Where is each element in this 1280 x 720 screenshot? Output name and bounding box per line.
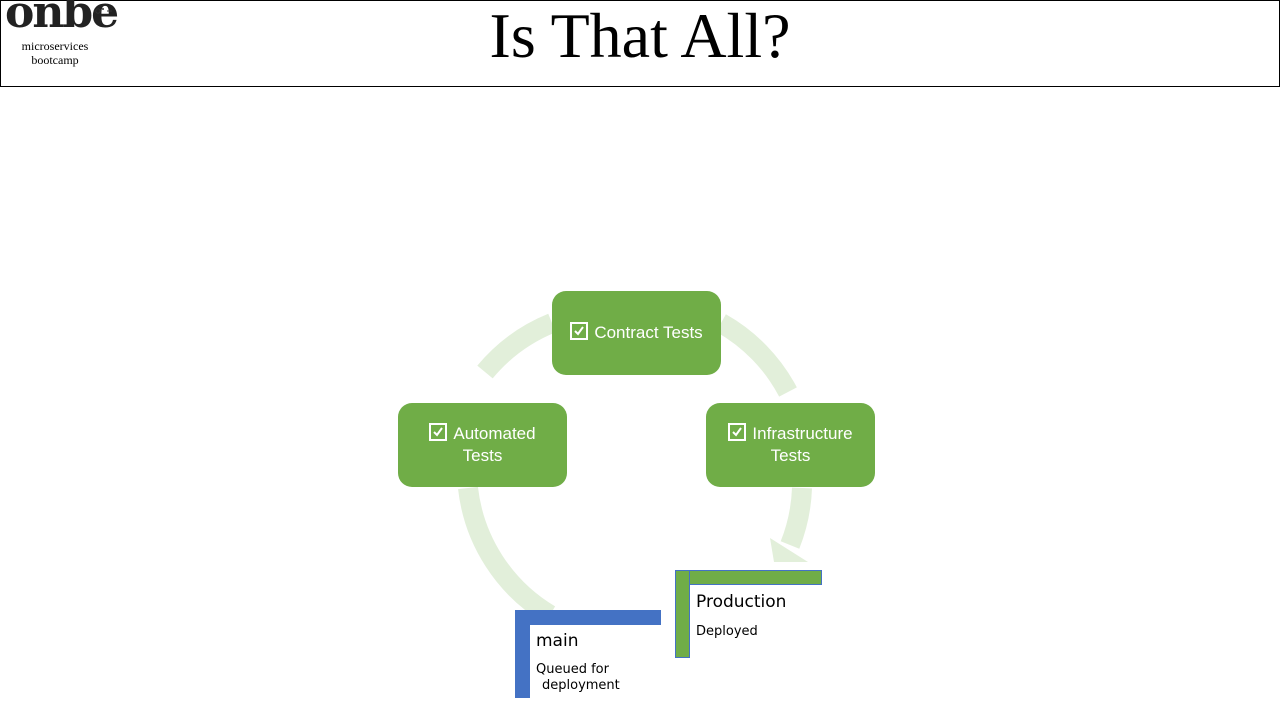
onbe-logo: onbe microservices bootcamp	[3, 0, 119, 81]
stage-name: Production	[696, 592, 787, 612]
stage-bar-left	[675, 570, 690, 658]
stage-bar-top	[515, 610, 661, 625]
stage-name: main	[536, 631, 579, 651]
step-automated-tests: Automated Tests	[398, 403, 567, 487]
step-contract-tests: Contract Tests	[552, 291, 721, 375]
stage-bar-top	[675, 570, 822, 585]
stage-production: Production Deployed	[675, 570, 822, 658]
slide-title: Is That All?	[489, 0, 791, 71]
step-label-line-2: Tests	[462, 446, 503, 465]
stage-bar-left	[515, 610, 530, 698]
logo-line-1: microservices	[21, 39, 89, 53]
logo-subtitle: microservices bootcamp	[3, 39, 107, 67]
stage-main: main Queued for deployment	[515, 610, 661, 698]
ring-arrowhead-icon	[770, 538, 808, 562]
step-infrastructure-tests: Infrastructure Tests	[706, 403, 875, 487]
slide-header: onbe microservices bootcamp Is That All?	[0, 0, 1280, 87]
ring-arc-top-right	[715, 314, 797, 397]
logo-dots-icon	[95, 8, 112, 14]
checkbox-checked-icon	[570, 322, 589, 340]
step-label-line-1: Automated	[453, 424, 536, 443]
stage-status: Queued for deployment	[536, 662, 620, 694]
logo-line-2: bootcamp	[31, 53, 79, 67]
step-label-line-1: Infrastructure	[752, 424, 853, 443]
checkbox-checked-icon	[429, 423, 448, 441]
ring-arc-right-lower	[780, 487, 812, 549]
stage-status: Deployed	[696, 624, 758, 639]
logo-wordmark: onbe	[5, 0, 119, 38]
step-label: Contract Tests	[594, 323, 703, 342]
stage-status-line-1: Queued for	[536, 662, 609, 677]
ring-arc-left-lower	[458, 486, 556, 624]
step-label-line-2: Tests	[770, 446, 811, 465]
checkbox-checked-icon	[728, 423, 747, 441]
ring-arc-top-left	[477, 313, 556, 379]
stage-status-line-2: deployment	[542, 678, 620, 693]
